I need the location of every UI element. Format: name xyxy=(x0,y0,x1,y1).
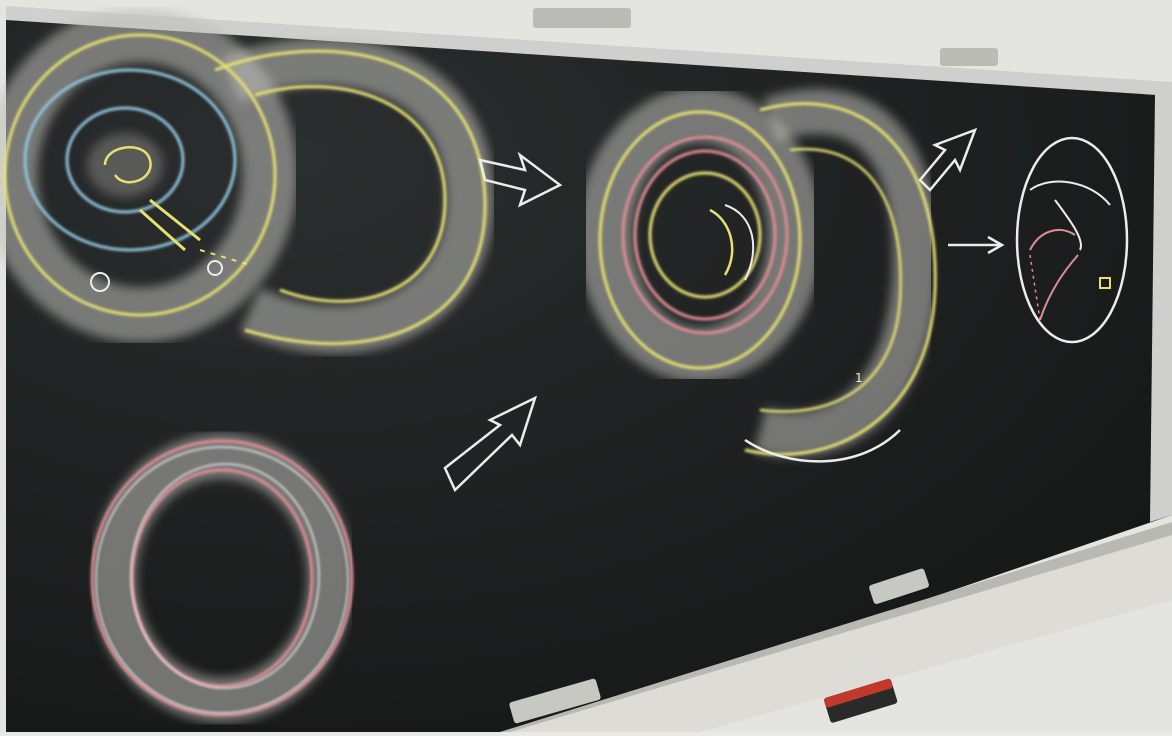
top-clip-left xyxy=(533,8,631,28)
top-clip-right xyxy=(940,48,998,66)
annotation-label: 1 xyxy=(855,371,863,385)
